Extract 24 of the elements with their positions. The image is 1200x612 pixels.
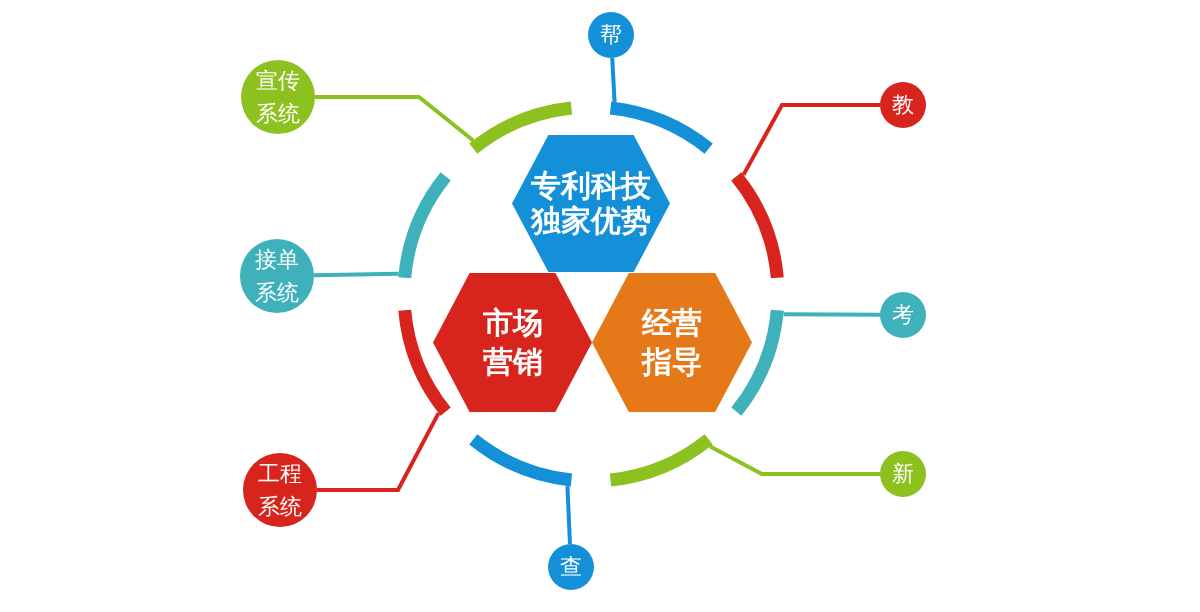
ring-arc <box>609 434 713 487</box>
topic-circle: 宣传系统 <box>241 60 315 134</box>
leader-line <box>317 412 441 492</box>
topic-circle: 新 <box>880 451 926 497</box>
topic-circle: 查 <box>548 544 594 590</box>
leader-line <box>741 103 880 176</box>
leader-line <box>610 57 617 103</box>
topic-circle: 接单系统 <box>240 239 314 313</box>
ring-arc <box>469 101 573 154</box>
topic-circle: 工程系统 <box>243 453 317 527</box>
topic-circle: 教 <box>880 82 926 128</box>
ring-arc <box>731 172 784 279</box>
ring-arc <box>731 309 784 416</box>
leader-line <box>565 485 572 545</box>
leader-line <box>783 312 880 317</box>
leader-line <box>315 95 475 143</box>
leader-line <box>313 271 399 278</box>
ring-arc <box>609 101 713 154</box>
ring-arc <box>469 434 573 487</box>
leader-line <box>709 444 880 476</box>
topic-circle: 帮 <box>588 12 634 58</box>
ring-arc <box>398 309 451 416</box>
ring-arc <box>398 172 451 279</box>
topic-circle: 考 <box>880 292 926 338</box>
